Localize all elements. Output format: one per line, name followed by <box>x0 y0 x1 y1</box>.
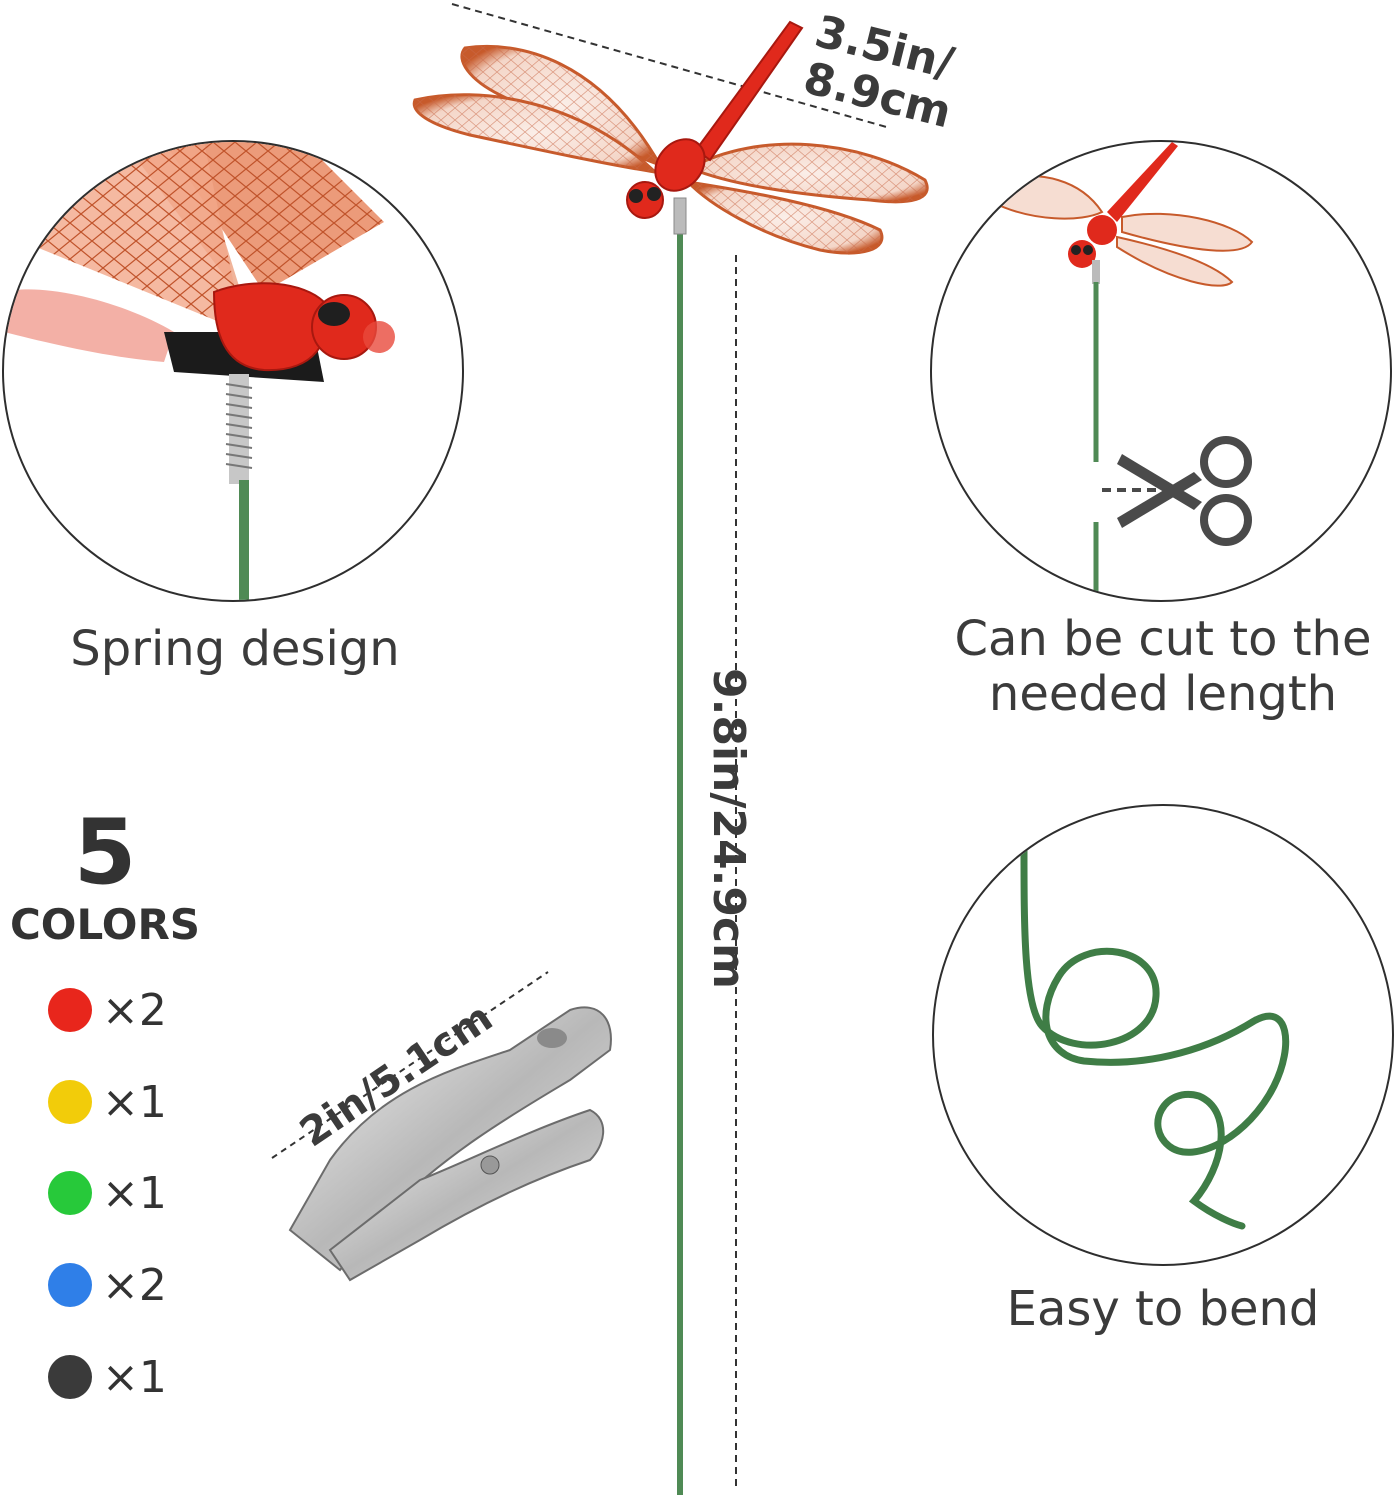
red-quantity: ×2 <box>102 984 167 1036</box>
spring-design-circle <box>2 140 464 602</box>
colors-label: COLORS <box>9 900 201 949</box>
color-option-blue: ×2 <box>48 1259 167 1311</box>
blue-quantity: ×2 <box>102 1259 167 1311</box>
clip-size-guide <box>271 971 549 1159</box>
black-quantity: ×1 <box>102 1351 167 1403</box>
spring-closeup-icon <box>4 142 395 600</box>
yellow-quantity: ×1 <box>102 1076 167 1128</box>
clip-illustration <box>271 971 612 1282</box>
spring-design-caption: Spring design <box>70 621 400 677</box>
yellow-swatch <box>48 1080 92 1124</box>
bent-wire-icon <box>1020 844 1290 1230</box>
color-count: 5 <box>73 800 137 905</box>
color-option-yellow: ×1 <box>48 1076 167 1128</box>
easy-bend-caption: Easy to bend <box>1006 1281 1320 1337</box>
cut-length-circle <box>930 140 1392 602</box>
wing-span-guide <box>451 3 891 129</box>
green-quantity: ×1 <box>102 1167 167 1219</box>
dragonfly-wings <box>412 44 929 255</box>
color-option-black: ×1 <box>48 1351 167 1403</box>
color-option-red: ×2 <box>48 984 167 1036</box>
green-swatch <box>48 1171 92 1215</box>
cut-length-caption: Can be cut to the needed length <box>930 611 1396 723</box>
cut-length-caption-line2: needed length <box>988 666 1338 723</box>
height-label: 9.8in/24.9cm <box>703 668 754 989</box>
easy-bend-circle <box>932 804 1394 1266</box>
dragonfly-body <box>626 20 804 219</box>
color-option-green: ×1 <box>48 1167 167 1219</box>
cut-length-caption-line1: Can be cut to the <box>954 611 1372 667</box>
black-swatch <box>48 1355 92 1399</box>
scissors-icon <box>1102 436 1252 546</box>
blue-swatch <box>48 1263 92 1307</box>
red-swatch <box>48 988 92 1032</box>
